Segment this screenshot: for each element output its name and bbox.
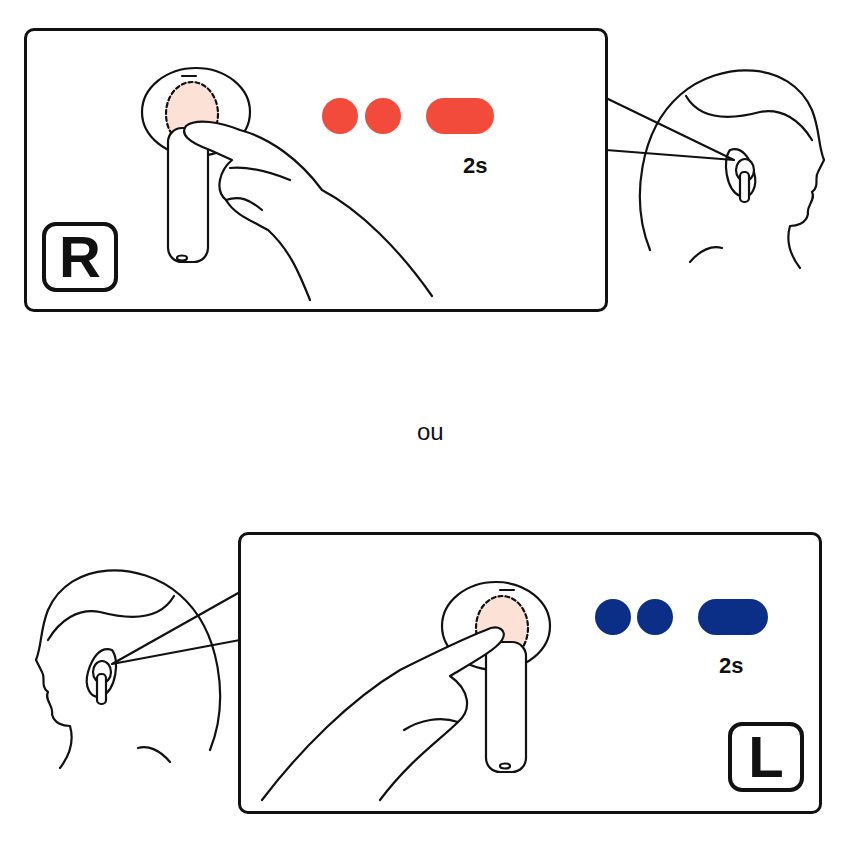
finger-line (404, 719, 458, 730)
callout-wedge (606, 98, 734, 160)
hold-bar (698, 599, 768, 635)
side-letter: R (59, 228, 101, 286)
callout-wedge (112, 592, 240, 664)
mic-hole (500, 764, 510, 769)
finger-line (226, 198, 262, 210)
neck-line (138, 747, 170, 762)
hold-bar (426, 98, 494, 134)
earbud-stem (740, 172, 749, 202)
side-badge: L (728, 722, 804, 792)
earbud-stem (97, 674, 106, 704)
hand (184, 122, 432, 300)
hair-line (48, 596, 174, 640)
head-outline (36, 570, 220, 768)
head-outline (640, 70, 824, 268)
callout-panel: 2sR (24, 28, 608, 312)
sensor-slot (500, 589, 514, 591)
hair-line (686, 96, 812, 140)
hand (262, 628, 504, 800)
earbud-stem (486, 642, 526, 772)
side-badge: R (42, 222, 118, 292)
sensor-slot (182, 75, 196, 77)
finger-line (230, 168, 290, 180)
tap-dot (595, 599, 631, 635)
mic-hole (177, 256, 187, 261)
tap-dot (365, 98, 401, 134)
side-letter: L (748, 728, 783, 786)
tap-dot (322, 98, 358, 134)
duration-label: 2s (719, 653, 743, 679)
neck-line (690, 247, 722, 262)
earbud-stem (168, 128, 208, 262)
connector-word: ou (417, 418, 444, 446)
tap-dot (637, 599, 673, 635)
duration-label: 2s (463, 153, 487, 179)
callout-panel: 2sL (238, 532, 822, 814)
